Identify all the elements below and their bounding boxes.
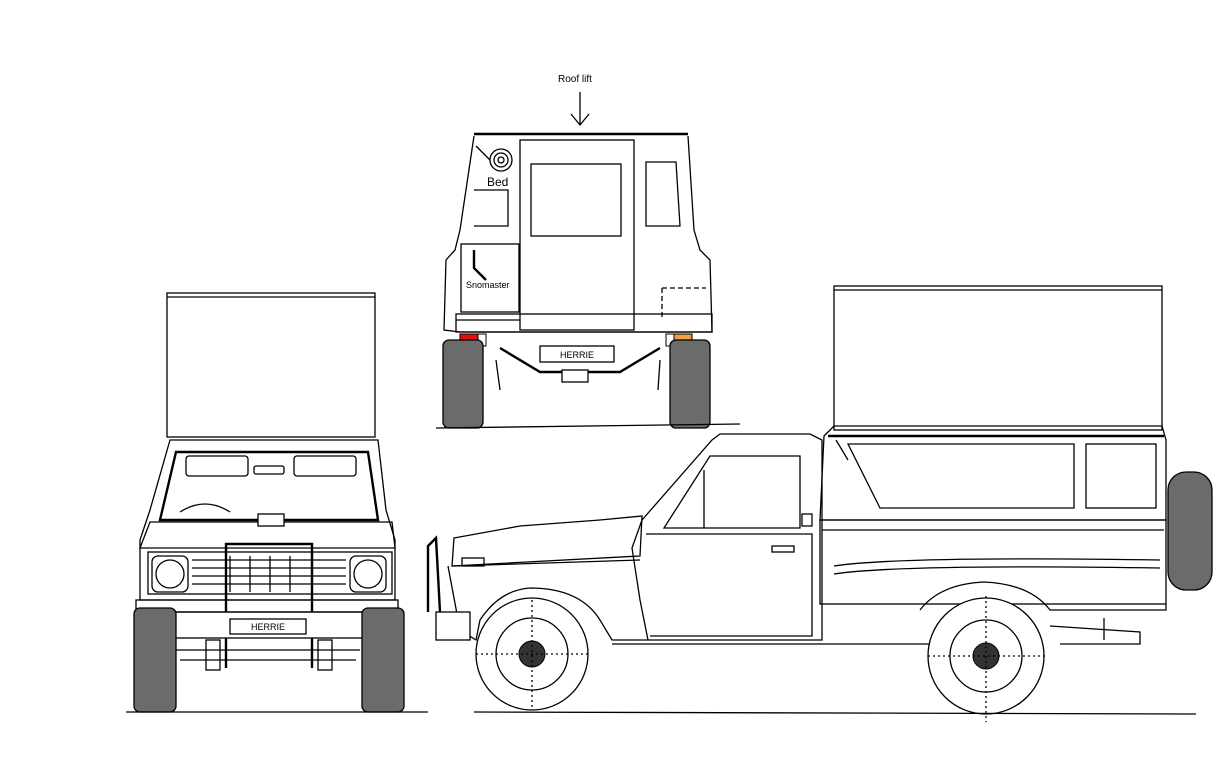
side-rear-fender: [919, 581, 1167, 611]
front-plate-text: HERRIE: [251, 622, 285, 632]
snomaster-leader: [472, 250, 487, 281]
snomaster-label: Snomaster: [466, 280, 510, 290]
side-canopy: [819, 425, 1167, 521]
rear-canopy-door: [519, 139, 635, 331]
rear-number-plate: [539, 345, 615, 363]
side-door: [646, 533, 813, 637]
side-front-fender: [447, 565, 648, 642]
side-cab-outline: [631, 433, 823, 641]
headlight-right: [349, 555, 387, 593]
bed-reel-icon: [489, 148, 513, 172]
rear-door-window: [530, 163, 622, 237]
rear-ground-line: [435, 423, 741, 429]
rear-left-panel: [474, 189, 509, 227]
front-bonnet: [139, 521, 396, 549]
front-tyre-right: [361, 607, 405, 713]
bed-label: Bed: [487, 175, 508, 189]
side-rear-wheel: [927, 596, 1046, 722]
front-tyre-left: [133, 607, 177, 713]
side-canopy-window: [846, 443, 1075, 509]
rear-tyre-right: [669, 339, 711, 429]
roof-lift-label: Roof lift: [558, 74, 592, 85]
front-view: HERRIE: [126, 292, 428, 713]
front-grille-bars: [192, 556, 346, 592]
rear-right-dashed-box: [661, 287, 706, 320]
front-roof-tent: [166, 292, 376, 438]
front-nudge-bar: [224, 542, 314, 668]
rear-tyre-left: [442, 339, 484, 429]
rear-view: Roof lift Bed Snomaster: [435, 74, 741, 429]
rear-side-window: [645, 161, 681, 227]
rear-bumper: [455, 313, 713, 333]
side-roof-tent: [833, 285, 1163, 431]
side-front-bumper: [435, 611, 471, 641]
side-ground-line: [473, 711, 1197, 715]
side-spare-wheel: [1167, 471, 1213, 591]
side-nudge-bar: [426, 535, 442, 613]
rear-body-outline: [443, 135, 713, 333]
front-number-plate: [229, 618, 307, 635]
side-bonnet: [451, 515, 643, 567]
front-grille: [147, 551, 393, 595]
roof-lift-arrow: [570, 92, 590, 127]
headlight-left: [151, 555, 189, 593]
side-cab-window: [662, 455, 801, 529]
side-front-wheel: [475, 597, 589, 711]
side-view: [426, 285, 1213, 722]
rear-lower-left-box: [460, 243, 520, 313]
rear-plate-text: HERRIE: [560, 350, 594, 360]
front-windscreen: [158, 450, 380, 522]
